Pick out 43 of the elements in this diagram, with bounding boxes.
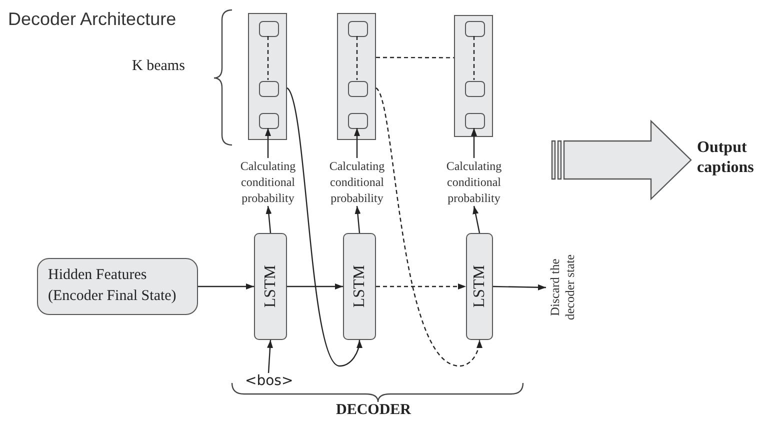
arrow: [354, 206, 361, 234]
step-label: Calculating conditional probability: [226, 158, 310, 206]
arrow: [375, 88, 482, 367]
brace-label: DECODER: [336, 402, 412, 419]
lstm-box: LSTM: [466, 233, 493, 340]
beam-slot: [259, 81, 279, 97]
block-arrow: [551, 120, 692, 200]
arrow: [265, 128, 271, 158]
token-label: <bos>: [245, 373, 292, 393]
input-box: Hidden Features (Encoder Final State): [37, 258, 198, 315]
beam-column: [337, 13, 376, 140]
arrow: [266, 206, 272, 234]
connector-line: [267, 36, 269, 80]
arrow: [472, 206, 480, 234]
beam-slot: [465, 113, 485, 129]
arrow: [471, 128, 477, 158]
step-label: Calculating conditional probability: [315, 158, 399, 206]
beam-slot: [348, 113, 368, 129]
beam-column: [248, 13, 287, 140]
arrow: [267, 340, 273, 374]
beam-slot: [259, 113, 279, 129]
beam-slot: [348, 21, 368, 37]
connector-line: [473, 36, 475, 80]
arrow: [376, 284, 466, 290]
arrow: [354, 128, 360, 158]
connector-line: [376, 56, 454, 58]
output-note: Discard the decoder state: [546, 245, 580, 330]
title: Decoder Architecture: [8, 9, 176, 30]
arrow: [492, 284, 546, 290]
brace-label: K beams: [132, 58, 185, 75]
beam-slot: [465, 81, 485, 97]
arrow: [287, 284, 343, 290]
beam-slot: [348, 81, 368, 97]
beam-slot: [465, 21, 485, 37]
lstm-box: LSTM: [254, 233, 287, 340]
step-label: Calculating conditional probability: [432, 158, 516, 206]
beam-slot: [259, 21, 279, 37]
output-label: Output captions: [697, 138, 768, 182]
beam-column: [454, 15, 493, 137]
connector-line: [356, 36, 358, 80]
arrow: [286, 88, 362, 367]
arrow: [198, 284, 254, 290]
lstm-box: LSTM: [343, 233, 376, 340]
